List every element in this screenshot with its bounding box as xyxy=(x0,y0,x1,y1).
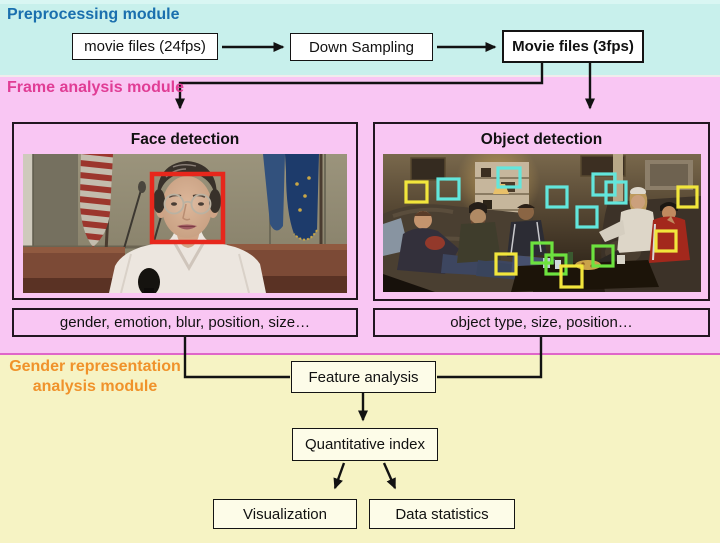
object-detection-title: Object detection xyxy=(480,131,603,148)
coffee-table xyxy=(383,252,659,292)
object-bounding-boxes xyxy=(404,166,699,289)
face-detection-title: Face detection xyxy=(130,131,240,148)
frame-analysis-module-title: Frame analysis module xyxy=(7,79,184,96)
gender-title-line2: analysis module xyxy=(32,378,158,395)
node-feature-analysis: Feature analysis xyxy=(291,361,436,393)
gender-title-line1: Gender representation xyxy=(9,358,181,375)
us-flag xyxy=(80,154,113,253)
node-quantitative-index: Quantitative index xyxy=(292,428,438,461)
face-detection-panel: Face detection xyxy=(12,122,358,300)
node-data-statistics: Data statistics xyxy=(369,499,515,529)
node-movie-files-24fps: movie files (24fps) xyxy=(72,33,218,60)
node-visualization: Visualization xyxy=(213,499,357,529)
foreground-microphone xyxy=(138,268,160,293)
state-flags xyxy=(263,154,323,246)
object-detection-image xyxy=(383,154,701,292)
face-detection-image xyxy=(23,154,347,293)
node-movie-files-3fps: Movie files (3fps) xyxy=(502,30,644,63)
face-features-caption: gender, emotion, blur, position, size… xyxy=(12,308,358,337)
object-detection-panel: Object detection xyxy=(373,122,710,301)
node-down-sampling: Down Sampling xyxy=(290,33,433,61)
preprocessing-module-title: Preprocessing module xyxy=(7,6,180,23)
face-bounding-box xyxy=(149,171,226,245)
gender-analysis-module-title: Gender representation analysis module xyxy=(2,357,188,397)
object-features-caption: object type, size, position… xyxy=(373,308,710,337)
